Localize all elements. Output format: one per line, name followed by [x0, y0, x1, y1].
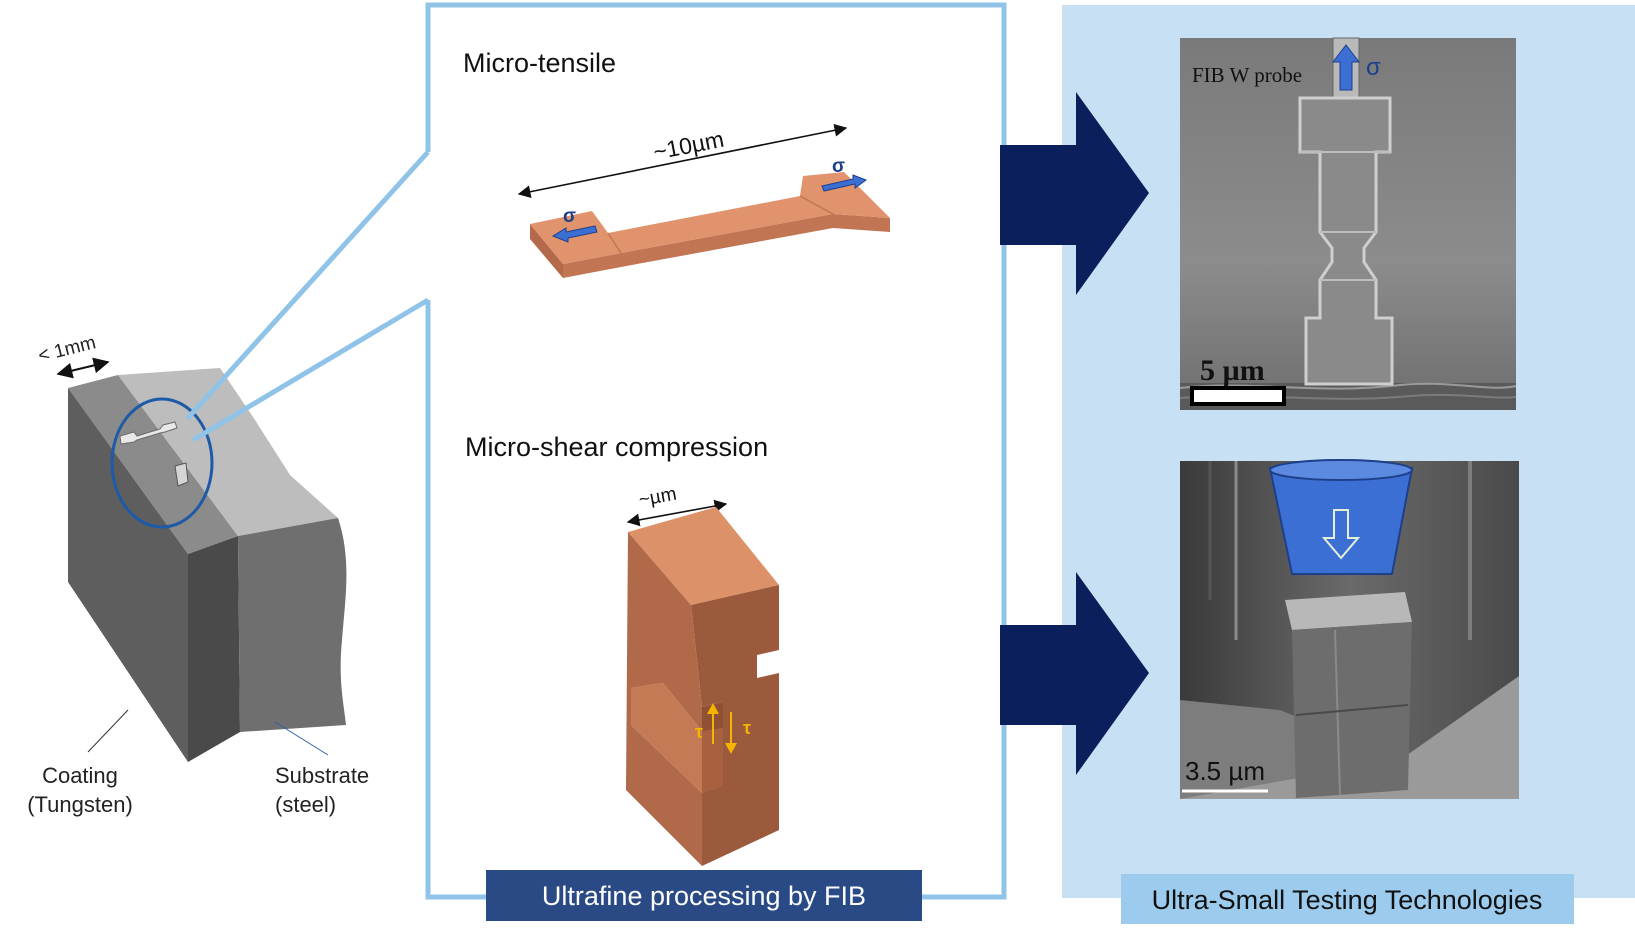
testing-banner-label: Ultra-Small Testing Technologies	[1152, 885, 1543, 915]
callout-zoom-lines	[185, 150, 430, 443]
processing-banner-label: Ultrafine processing by FIB	[542, 881, 866, 911]
coating-front-face	[188, 536, 240, 762]
tensile-right-sigma-arrow	[821, 174, 868, 192]
shear-tau-arrows	[707, 703, 737, 754]
substrate-leader	[274, 721, 329, 756]
coating-leader	[87, 709, 129, 753]
processing-banner	[486, 870, 922, 921]
probe-label: FIB W probe	[1192, 63, 1302, 87]
substrate-label: Substrate	[275, 763, 369, 788]
tensile-length-arrow	[517, 124, 848, 198]
sem-image-shear	[1180, 459, 1519, 799]
coating-label: Coating	[42, 763, 118, 788]
processing-frame	[425, 2, 1007, 900]
scale-bar-tensile	[1190, 386, 1286, 406]
testing-banner	[1121, 874, 1574, 924]
substrate-front-face	[238, 518, 347, 732]
width-arrow	[56, 357, 110, 379]
shear-tau-right: τ	[743, 718, 751, 738]
scale-label-shear: 3.5 µm	[1185, 756, 1265, 786]
highlight-ellipse	[110, 397, 214, 529]
tensile-title: Micro-tensile	[463, 48, 616, 78]
shear-title: Micro-shear compression	[465, 432, 768, 462]
tiny-shear-specimen	[174, 462, 189, 487]
scale-label-tensile: 5 µm	[1200, 354, 1265, 387]
tensile-left-sigma: σ	[563, 206, 576, 227]
substrate-material-label: (steel)	[275, 792, 336, 817]
shear-flow-arrow	[1000, 572, 1149, 775]
coating-material-label: (Tungsten)	[27, 792, 133, 817]
tiny-tensile-specimen	[119, 421, 178, 445]
tensile-specimen	[530, 172, 890, 278]
shear-tau-left: τ	[695, 722, 703, 742]
coating-left-face	[68, 388, 188, 762]
shear-width-arrow	[626, 499, 728, 527]
sem-image-tensile	[1179, 37, 1517, 410]
probe-sigma: σ	[1366, 54, 1381, 81]
width-label: < 1mm	[36, 332, 98, 367]
shear-specimen	[626, 507, 779, 866]
shear-width-label: ~µm	[637, 484, 678, 511]
substrate-top-face	[118, 368, 338, 536]
tensile-left-sigma-arrow	[551, 225, 598, 243]
tensile-right-sigma: σ	[832, 156, 845, 177]
sample-block	[68, 368, 347, 762]
tensile-flow-arrow	[1000, 92, 1149, 295]
